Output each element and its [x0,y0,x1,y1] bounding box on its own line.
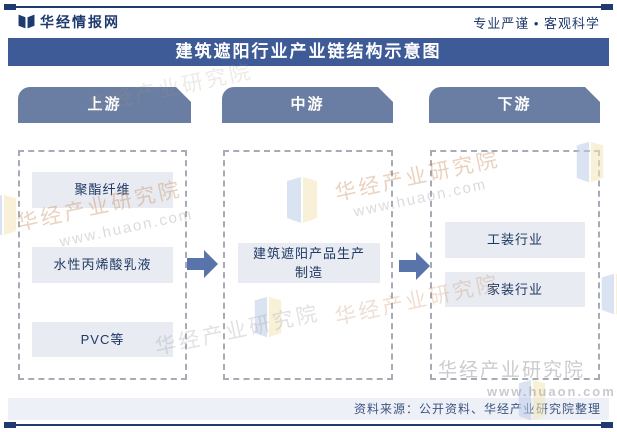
stage-header-downstream: 下游 [429,87,600,123]
midstream-group-box [223,150,393,380]
top-divider-right-cap [601,4,613,10]
downstream-node-commercial-decoration: 工装行业 [445,222,585,258]
midstream-node-production: 建筑遮阳产品生产 制造 [238,243,380,283]
stage-header-upstream: 上游 [18,87,191,123]
midstream-node-line2: 制造 [294,265,323,280]
right-arrow-icon-upstream-to-midstream [187,250,218,278]
watermark-open-book-icon [0,194,17,236]
upstream-node-pvc: PVC等 [32,322,173,357]
bottom-divider [4,422,613,428]
downstream-node-home-decoration: 家装行业 [445,272,585,307]
upstream-node-polyester-fiber: 聚酯纤维 [32,172,173,208]
diagram-title: 建筑遮阳行业产业链结构示意图 [8,38,609,66]
site-slogan: 专业严谨 • 客观科学 [473,16,600,31]
watermark-site-text: www.huaon.com [487,384,616,399]
site-name: 华经情报网 [40,14,120,30]
bottom-divider-left-cap [4,422,16,428]
open-book-logo-icon [18,14,35,29]
downstream-group-box [430,150,600,380]
top-divider [4,4,613,10]
source-note: 资料来源：公开资料、华经产业研究院整理 [8,398,609,420]
midstream-node-line1: 建筑遮阳产品生产 [252,246,365,261]
stage-header-midstream: 中游 [222,87,393,123]
bottom-divider-right-cap [601,422,613,428]
right-arrow-icon-midstream-to-downstream [399,252,430,280]
upstream-group-box [18,150,187,380]
top-divider-left-cap [4,4,16,10]
upstream-node-acrylic-emulsion: 水性丙烯酸乳液 [32,247,173,283]
watermark-open-book-icon [601,273,617,315]
